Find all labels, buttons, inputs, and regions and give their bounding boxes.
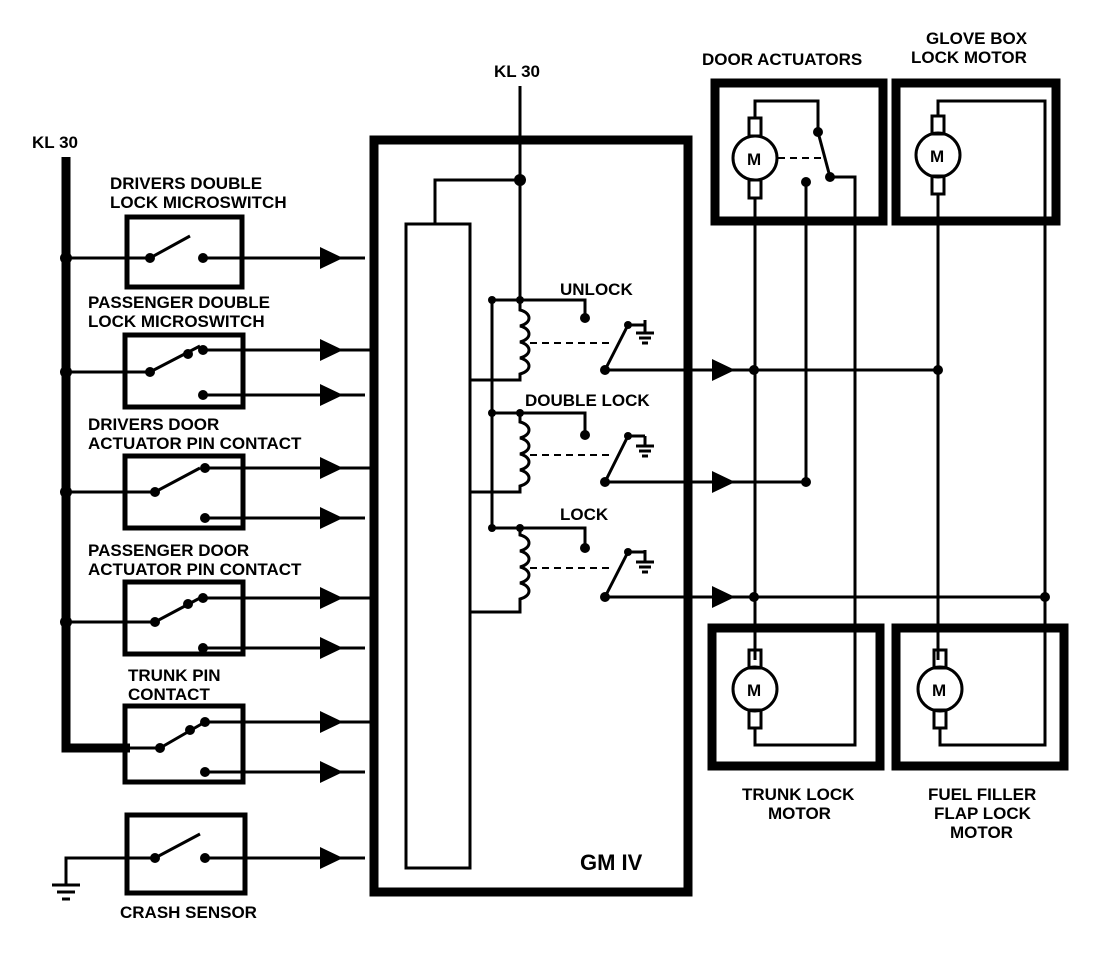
- trunk-pin-contact: TRUNK PIN CONTACT: [122, 666, 372, 785]
- ground-icon: [636, 436, 654, 458]
- door-actuators-label: DOOR ACTUATORS: [702, 50, 862, 69]
- lock-label: LOCK: [560, 505, 609, 524]
- drivers-double-lock-label-1: DRIVERS DOUBLE: [110, 174, 262, 193]
- ground-icon: [636, 320, 654, 345]
- fuel-filler-label-1: FUEL FILLER: [928, 785, 1036, 804]
- drivers-door-actuator-pin-contact: DRIVERS DOOR ACTUATOR PIN CONTACT: [66, 415, 372, 531]
- crash-sensor-label: CRASH SENSOR: [120, 903, 257, 922]
- passenger-door-actuator-pin-contact: PASSENGER DOOR ACTUATOR PIN CONTACT: [66, 541, 372, 659]
- drivers-door-pin-label-1: DRIVERS DOOR: [88, 415, 219, 434]
- crash-sensor: CRASH SENSOR: [52, 812, 365, 922]
- fuel-filler-label-3: MOTOR: [950, 823, 1013, 842]
- trunk-lock-motor: M TRUNK LOCK MOTOR: [707, 597, 885, 823]
- unlock-relay: UNLOCK: [470, 280, 685, 382]
- door-actuator-motor-symbol: M: [747, 150, 761, 169]
- passenger-door-pin-label-1: PASSENGER DOOR: [88, 541, 249, 560]
- output-lines: [688, 359, 1050, 608]
- ground-icon: [636, 550, 654, 574]
- kl30-top-label: KL 30: [494, 62, 540, 81]
- trunk-motor-label-1: TRUNK LOCK: [742, 785, 855, 804]
- passenger-double-lock-label-2: LOCK MICROSWITCH: [88, 312, 265, 331]
- trunk-motor-label-2: MOTOR: [768, 804, 831, 823]
- double-lock-label: DOUBLE LOCK: [525, 391, 650, 410]
- drivers-door-pin-label-2: ACTUATOR PIN CONTACT: [88, 434, 302, 453]
- passenger-double-lock-microswitch: PASSENGER DOUBLE LOCK MICROSWITCH: [66, 293, 372, 410]
- glove-box-motor-symbol: M: [930, 147, 944, 166]
- glove-box-label-1: GLOVE BOX: [926, 29, 1028, 48]
- trunk-pin-label-2: CONTACT: [128, 685, 210, 704]
- ground-icon: [52, 883, 80, 901]
- kl30-left-label: KL 30: [32, 133, 78, 152]
- lock-relay: LOCK: [470, 492, 685, 614]
- glove-box-label-2: LOCK MOTOR: [911, 48, 1027, 67]
- fuel-filler-flap-lock-motor: M FUEL FILLER FLAP LOCK MOTOR: [891, 597, 1069, 842]
- module-name: GM IV: [580, 850, 643, 875]
- fuel-filler-motor-symbol: M: [932, 681, 946, 700]
- glove-box-lock-motor: GLOVE BOX LOCK MOTOR M: [891, 29, 1061, 660]
- door-actuators: DOOR ACTUATORS M: [702, 50, 888, 660]
- unlock-label: UNLOCK: [560, 280, 633, 299]
- double-lock-relay: DOUBLE LOCK: [470, 380, 685, 494]
- drivers-double-lock-microswitch: DRIVERS DOUBLE LOCK MICROSWITCH: [66, 174, 365, 290]
- trunk-pin-label-1: TRUNK PIN: [128, 666, 221, 685]
- switch-output-arrow: [320, 247, 343, 269]
- passenger-door-pin-label-2: ACTUATOR PIN CONTACT: [88, 560, 302, 579]
- gm-iv-module: GM IV KL 30 UNLOCK DOUBLE LOCK: [369, 62, 693, 897]
- drivers-double-lock-label-2: LOCK MICROSWITCH: [110, 193, 287, 212]
- trunk-motor-symbol: M: [747, 681, 761, 700]
- fuel-filler-label-2: FLAP LOCK: [934, 804, 1032, 823]
- passenger-double-lock-label-1: PASSENGER DOUBLE: [88, 293, 270, 312]
